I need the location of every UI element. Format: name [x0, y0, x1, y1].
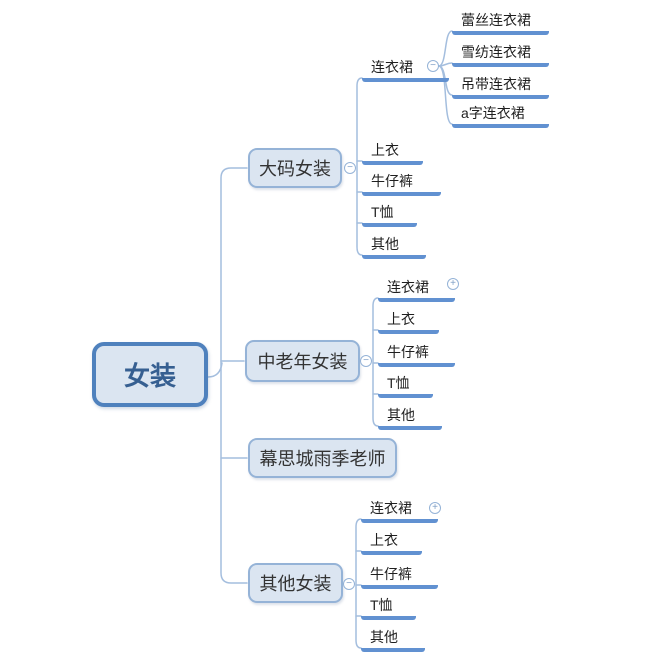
collapse-icon[interactable]: − [343, 578, 355, 590]
subtopic-chiffon-dress[interactable]: 雪纺连衣裙 [452, 41, 549, 67]
topic-other-womens[interactable]: 其他女装 [248, 563, 343, 603]
subtopic-top[interactable]: 上衣 [361, 529, 422, 555]
subtopic-jeans[interactable]: 牛仔裤 [362, 170, 441, 196]
subtopic-tshirt[interactable]: T恤 [362, 201, 417, 227]
subtopic-aline-dress[interactable]: a字连衣裙 [452, 102, 549, 128]
subtopic-other[interactable]: 其他 [362, 233, 426, 259]
subtopic-dress[interactable]: 连衣裙 [361, 497, 438, 523]
subtopic-dress[interactable]: 连衣裙 [362, 56, 449, 82]
subtopic-strap-dress[interactable]: 吊带连衣裙 [452, 73, 549, 99]
collapse-icon[interactable]: − [427, 60, 439, 72]
expand-icon[interactable]: + [429, 502, 441, 514]
subtopic-tshirt[interactable]: T恤 [361, 594, 416, 620]
topic-middle-aged-womens[interactable]: 中老年女装 [245, 340, 360, 382]
subtopic-lace-dress[interactable]: 蕾丝连衣裙 [452, 9, 549, 35]
subtopic-other[interactable]: 其他 [361, 626, 425, 652]
subtopic-dress[interactable]: 连衣裙 [378, 276, 455, 302]
topic-plus-size-womens[interactable]: 大码女装 [248, 148, 342, 188]
subtopic-top[interactable]: 上衣 [362, 139, 423, 165]
subtopic-other[interactable]: 其他 [378, 404, 442, 430]
expand-icon[interactable]: + [447, 278, 459, 290]
collapse-icon[interactable]: − [360, 355, 372, 367]
subtopic-jeans[interactable]: 牛仔裤 [361, 563, 438, 589]
subtopic-jeans[interactable]: 牛仔裤 [378, 341, 455, 367]
subtopic-tshirt[interactable]: T恤 [378, 372, 433, 398]
subtopic-top[interactable]: 上衣 [378, 308, 439, 334]
root-topic-womens-wear[interactable]: 女装 [92, 342, 208, 407]
collapse-icon[interactable]: − [344, 162, 356, 174]
topic-musicheng-rainy-teacher[interactable]: 幕思城雨季老师 [248, 438, 397, 478]
